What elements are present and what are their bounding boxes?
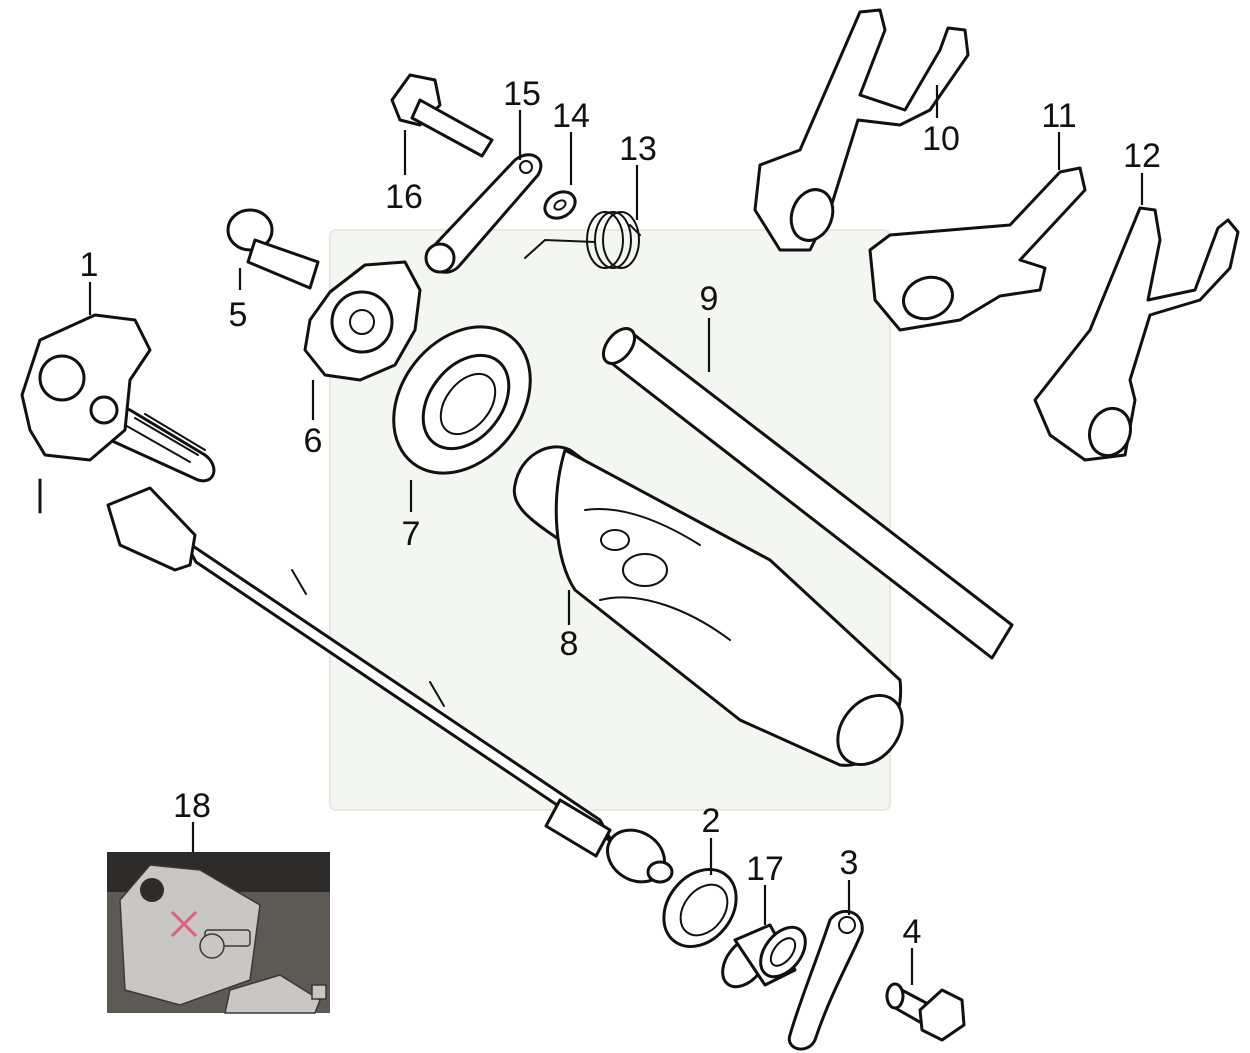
callout-17: 17 [746,850,784,888]
red-x-mark [170,910,198,938]
callout-4: 4 [903,913,922,951]
callout-8: 8 [560,625,579,663]
callout-11: 11 [1041,97,1076,135]
callout-14: 14 [552,97,590,135]
part-15-stopper-arm [424,153,543,274]
part-1-gearshift-spindle [20,313,674,884]
leader-lines [88,85,1144,985]
part-16-bolt [390,73,494,158]
callout-3: 3 [840,844,859,882]
callout-13: 13 [619,130,657,168]
part-12-shift-fork [1033,206,1240,462]
part-17-needle-bearing [721,923,807,989]
part-5-pin [226,208,320,290]
callout-10: 10 [922,120,960,158]
part-7-bearing [392,325,532,475]
part-10-shift-fork [753,8,970,252]
callout-9: 9 [700,280,719,318]
callout-16: 16 [385,178,423,216]
callout-2: 2 [702,802,721,840]
part-14-washer [543,190,577,220]
part-6-star-cam [303,260,422,382]
callout-1: 1 [80,246,99,284]
part-11-shift-fork [868,166,1087,332]
part-4-bolt [885,982,966,1042]
callout-6: 6 [304,422,323,460]
part-2-oil-seal [662,867,738,949]
callout-7: 7 [402,515,421,553]
callout-5: 5 [229,296,248,334]
part-8-shift-drum [512,445,904,767]
callout-18: 18 [173,787,211,825]
part-9-fork-shaft [601,327,1014,660]
callout-12: 12 [1123,137,1161,175]
callout-15: 15 [503,75,541,113]
part-3-plate [787,910,864,1051]
part-18-photo-inset [107,852,330,1014]
callout-labels: 1 2 3 4 5 6 7 8 9 10 11 12 13 14 15 16 1… [80,75,1161,951]
part-13-spring [524,211,641,269]
